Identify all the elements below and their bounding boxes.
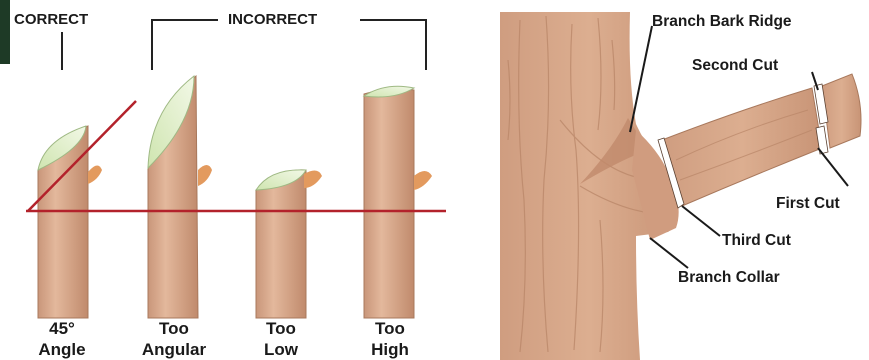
caption-2-line-2: Angular [142,340,207,359]
stem-too-angular [148,76,212,318]
caption-3-line-2: Low [264,340,299,359]
branch-stub [662,88,822,206]
label-second-cut: Second Cut [692,57,778,74]
label-third-cut: Third Cut [722,232,791,249]
branch-end-piece [822,74,861,148]
bud [88,165,102,184]
corner-tab [0,0,10,64]
leader-branch-bark-ridge [630,26,652,132]
caption-3-line-1: Too [266,319,296,338]
caption-1-line-2: Angle [38,340,85,359]
stem-correct-45 [38,126,102,318]
caption-4-line-2: High [371,340,409,359]
stem-body [256,170,306,318]
stem-too-high [364,86,432,318]
caption-1-line-1: 45° [49,319,75,338]
header-incorrect: INCORRECT [228,11,317,28]
caption-4-line-1: Too [375,319,405,338]
stem-body [364,89,414,318]
stem-too-low [256,170,322,318]
leader-first-cut [818,148,848,186]
left-panel: CORRECT INCORRECT [14,11,446,359]
label-first-cut: First Cut [776,195,840,212]
label-branch-collar: Branch Collar [678,269,780,286]
bud [198,165,212,186]
leader-branch-collar [650,238,688,268]
header-correct: CORRECT [14,11,88,28]
bud [414,171,432,190]
caption-2-line-1: Too [159,319,189,338]
bud [304,170,322,188]
label-branch-bark-ridge: Branch Bark Ridge [652,13,792,30]
right-panel: Branch Bark Ridge Second Cut First Cut T… [500,12,861,360]
leader-third-cut [682,206,720,236]
